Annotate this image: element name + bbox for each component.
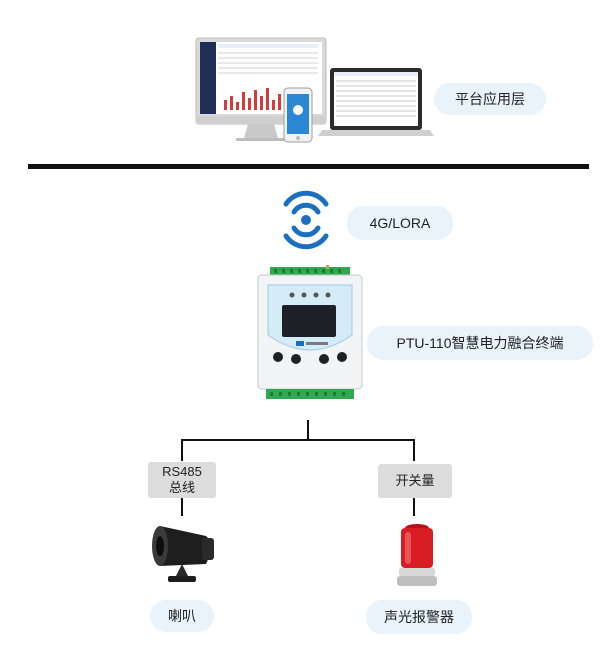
switch-label: 开关量 [395,473,435,488]
devices-icon [195,37,434,143]
left-drop-line [181,498,183,516]
divider-line [28,164,589,169]
branch-left-line [181,439,183,461]
platform-layer-label: 平台应用层 [434,83,546,115]
terminal-device-image [252,263,368,405]
alarm-light-icon [397,524,437,586]
network-label: 4G/LORA [347,206,453,240]
platform-devices-illustration [190,30,440,148]
rs485-line1: RS485 [162,464,202,479]
terminal-label: PTU-110智慧电力融合终端 [367,326,593,360]
wireless-signal-icon [278,190,334,250]
speaker-icon [152,526,214,582]
trunk-line [307,420,309,440]
alarm-light-image [395,522,439,588]
branch-right-line [413,439,415,461]
speaker-image [142,518,222,586]
switch-box: 开关量 [378,464,452,498]
right-drop-line [413,498,415,516]
branch-horizontal-line [181,439,415,441]
rs485-bus-box: RS485 总线 [148,462,216,498]
rs485-line2: 总线 [168,480,195,495]
speaker-label: 喇叭 [150,600,214,632]
alarm-label: 声光报警器 [366,600,472,634]
